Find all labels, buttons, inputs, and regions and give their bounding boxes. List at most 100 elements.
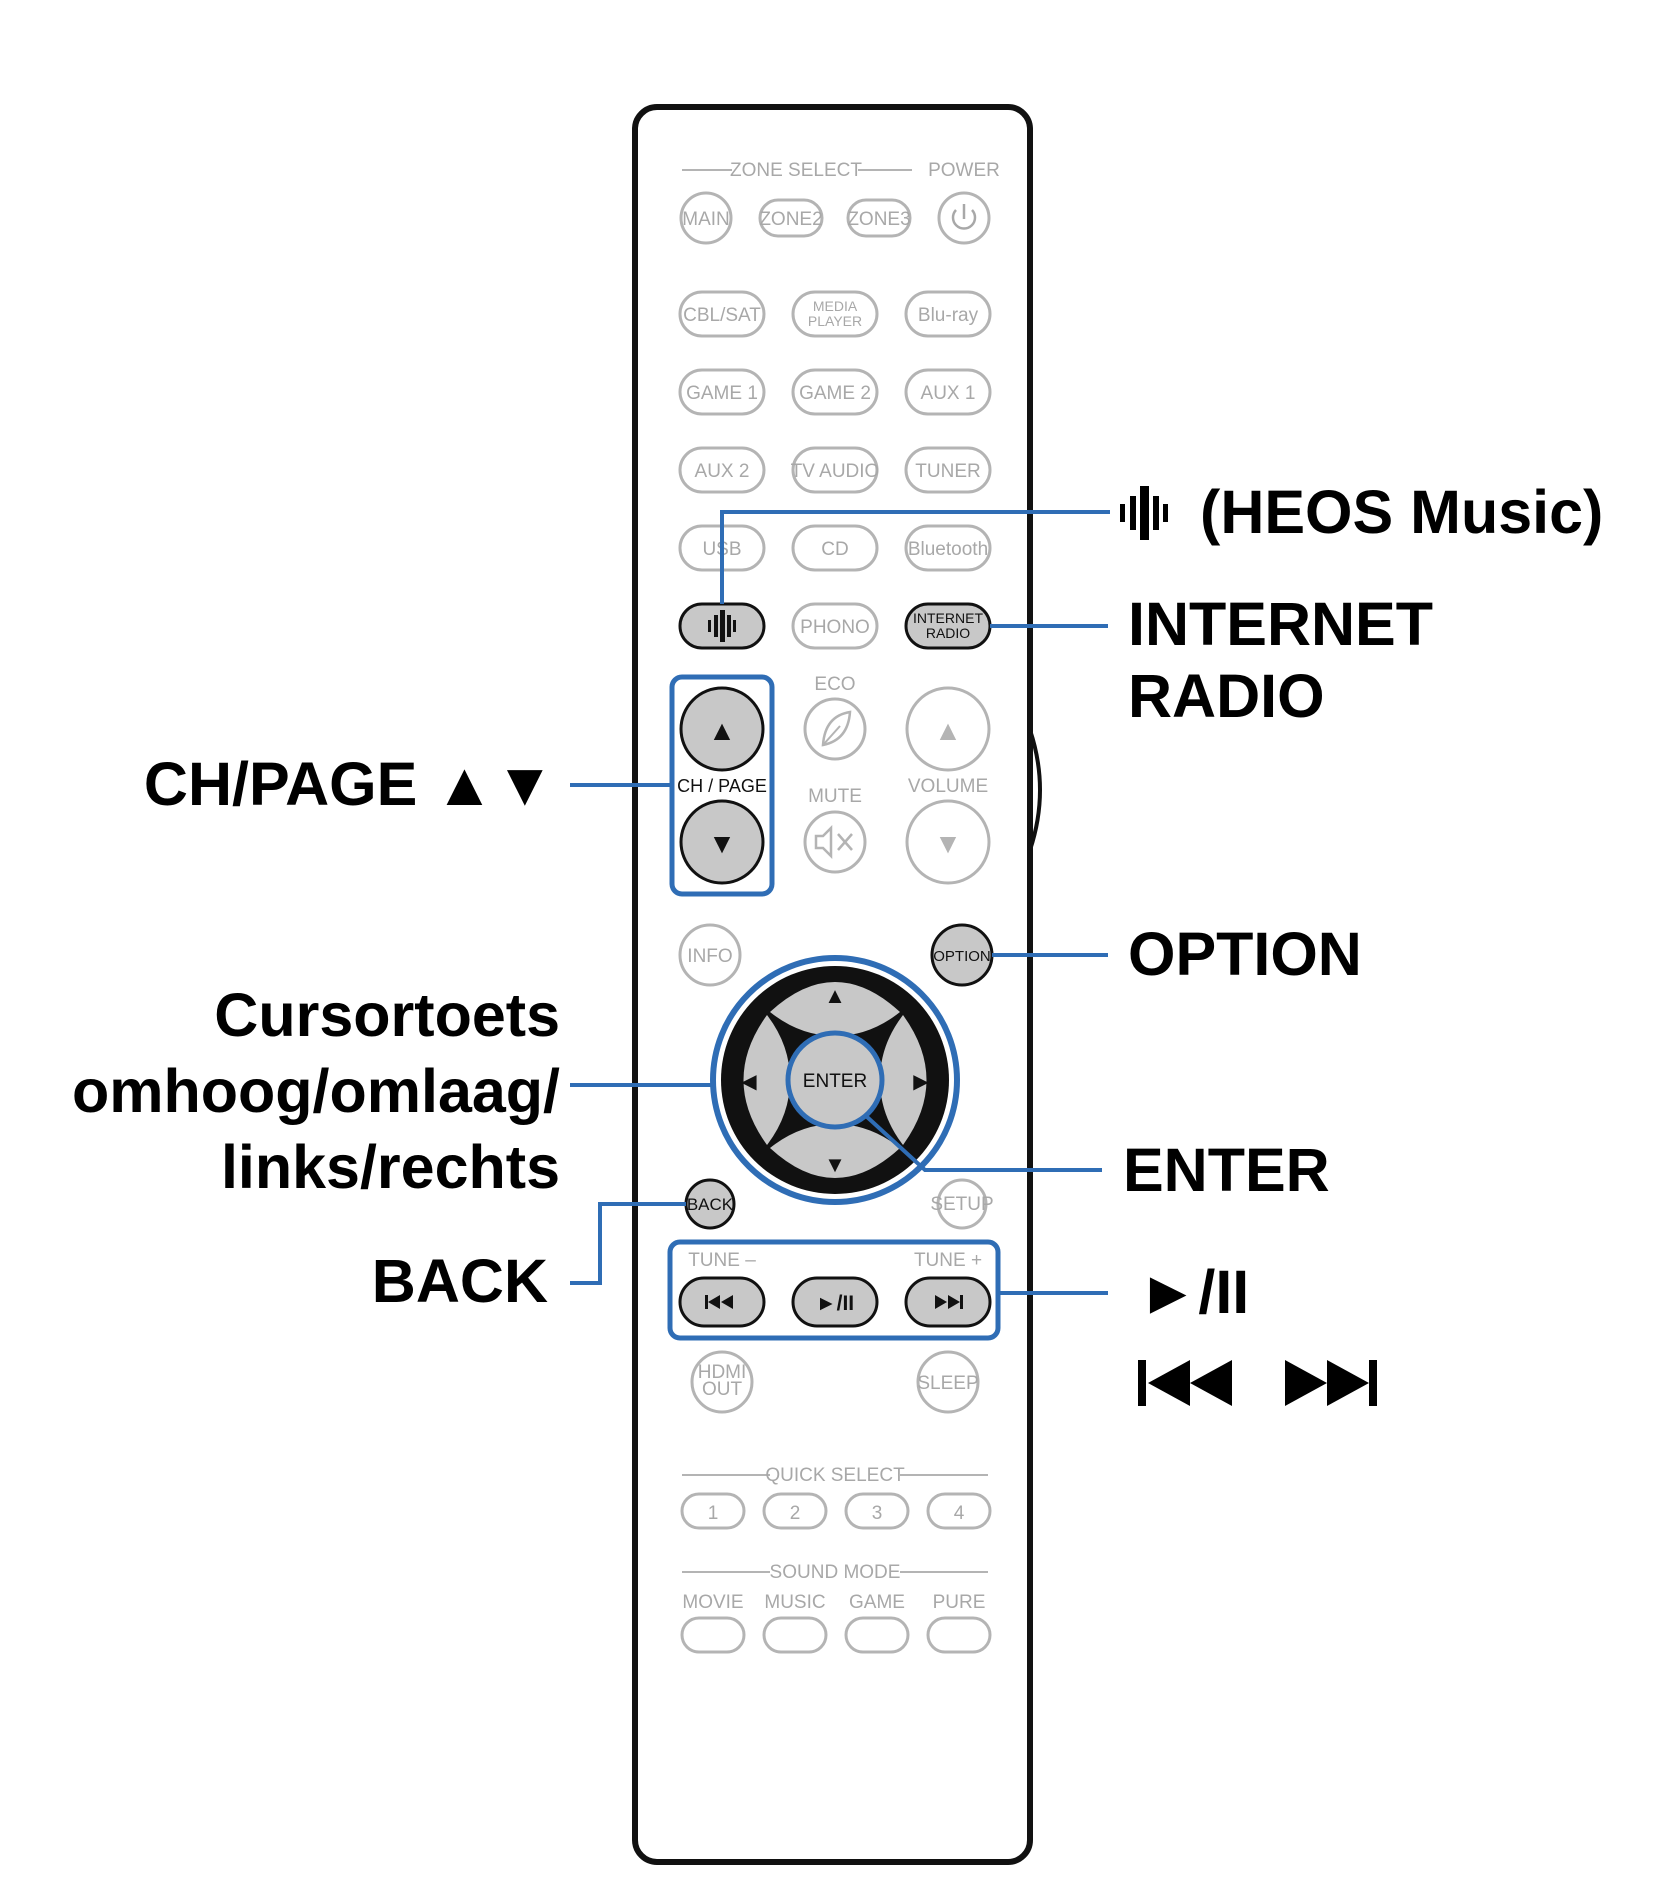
callout-cursor-line2: omhoog/omlaag/ [72, 1057, 560, 1125]
mute-button[interactable] [803, 810, 867, 874]
callout-ch-page: CH/PAGE ▲▼ [143, 750, 555, 818]
sound-mode-movie-button[interactable]: MOVIE [680, 1592, 746, 1654]
volume-up-button[interactable]: ▲ [905, 686, 991, 772]
cursor-down-button[interactable] [770, 1124, 900, 1178]
callout-cursor: Cursortoets omhoog/omlaag/ links/rechts [72, 977, 560, 1205]
cursor-right-button[interactable] [880, 1015, 927, 1145]
volume-down-button[interactable]: ▼ [905, 799, 991, 885]
svg-text:1: 1 [708, 1503, 719, 1524]
mute-label: MUTE [808, 786, 862, 807]
source-button-cd[interactable]: CD [791, 524, 879, 572]
speaker-mute-icon [814, 824, 853, 860]
transport-highlight [667, 1239, 1001, 1341]
quick-select-2-button[interactable]: 2 [762, 1492, 828, 1530]
svg-text:GAME 1: GAME 1 [686, 383, 758, 404]
cursor-up-arrow: ▲ [824, 983, 846, 1008]
sleep-button[interactable]: SLEEP [916, 1350, 980, 1414]
svg-text:OUT: OUT [702, 1379, 743, 1400]
source-button-bluetooth[interactable]: Bluetooth [904, 524, 992, 572]
enter-button[interactable]: ENTER [785, 1030, 885, 1130]
svg-text:▲: ▲ [708, 715, 736, 746]
heos-button[interactable] [678, 602, 766, 650]
svg-text:MOVIE: MOVIE [682, 1592, 743, 1613]
prev-track-button[interactable] [678, 1276, 766, 1328]
svg-text:3: 3 [872, 1503, 883, 1524]
skip-forward-icon [935, 1295, 963, 1309]
tune-plus-label: TUNE + [914, 1250, 982, 1271]
cursor-down-arrow: ▼ [824, 1152, 846, 1177]
cursor-pad: ▲ ▼ ◀ ▶ ENTER [710, 955, 960, 1205]
svg-text:INTERNET: INTERNET [913, 610, 983, 626]
sound-mode-label: SOUND MODE [770, 1562, 901, 1583]
svg-text:RADIO: RADIO [926, 625, 970, 641]
zone-main-button[interactable]: MAIN [679, 191, 733, 245]
svg-text:CBL/SAT: CBL/SAT [683, 305, 761, 326]
setup-button[interactable]: SETUP [930, 1178, 994, 1230]
sound-mode-pure-button[interactable]: PURE [926, 1592, 992, 1654]
svg-text:►/II: ►/II [816, 1292, 854, 1315]
internet-radio-button[interactable]: INTERNET RADIO [904, 602, 992, 650]
svg-text:PURE: PURE [933, 1592, 986, 1613]
volume-label: VOLUME [908, 776, 988, 797]
eco-label: ECO [814, 674, 855, 695]
svg-text:INFO: INFO [687, 946, 732, 967]
cursor-left-arrow: ◀ [741, 1071, 757, 1093]
svg-text:SETUP: SETUP [930, 1194, 993, 1215]
svg-text:ENTER: ENTER [803, 1071, 867, 1092]
svg-text:GAME: GAME [849, 1592, 905, 1613]
svg-text:OPTION: OPTION [933, 948, 991, 965]
cursor-right-arrow: ▶ [913, 1071, 929, 1093]
zone2-button[interactable]: ZONE2 [758, 198, 824, 238]
callout-skip: ⏮ ⏭ [1138, 1346, 1378, 1418]
quick-select-3-button[interactable]: 3 [844, 1492, 910, 1530]
back-leader-line [570, 1202, 686, 1285]
heos-callout-icon [1120, 486, 1168, 540]
zone3-button[interactable]: ZONE3 [846, 198, 912, 238]
svg-text:TV AUDIO: TV AUDIO [791, 461, 880, 482]
svg-text:Bluetooth: Bluetooth [908, 539, 988, 560]
option-button[interactable]: OPTION [930, 923, 994, 987]
quick-select-4-button[interactable]: 4 [926, 1492, 992, 1530]
quick-select-1-button[interactable]: 1 [680, 1492, 746, 1530]
next-track-button[interactable] [904, 1276, 992, 1328]
svg-text:PHONO: PHONO [800, 617, 870, 638]
skip-back-icon [705, 1295, 733, 1309]
svg-text:2: 2 [790, 1503, 801, 1524]
power-label: POWER [928, 160, 1000, 181]
play-pause-button[interactable]: ►/II [791, 1276, 879, 1328]
callout-option: OPTION [1128, 920, 1362, 988]
source-button-game1[interactable]: GAME 1 [678, 368, 766, 416]
cursor-left-button[interactable] [743, 1015, 791, 1145]
eco-button[interactable] [803, 697, 867, 761]
svg-text:CD: CD [821, 539, 848, 560]
svg-text:TUNER: TUNER [915, 461, 980, 482]
source-button-aux1[interactable]: AUX 1 [904, 368, 992, 416]
source-button-aux2[interactable]: AUX 2 [678, 446, 766, 494]
power-button[interactable] [937, 191, 991, 245]
callout-heos-music: (HEOS Music) [1200, 478, 1604, 546]
source-button-tv-audio[interactable]: TV AUDIO [791, 446, 880, 494]
sound-mode-game-button[interactable]: GAME [844, 1592, 910, 1654]
power-icon [951, 204, 977, 230]
svg-text:AUX 2: AUX 2 [695, 461, 750, 482]
back-button[interactable]: BACK [684, 1178, 736, 1230]
svg-text:▼: ▼ [934, 828, 962, 859]
phono-button[interactable]: PHONO [791, 602, 879, 650]
cursor-up-button[interactable] [770, 982, 900, 1036]
source-button-game2[interactable]: GAME 2 [791, 368, 879, 416]
svg-text:MAIN: MAIN [682, 209, 730, 230]
source-button-bluray[interactable]: Blu-ray [904, 290, 992, 338]
source-button-tuner[interactable]: TUNER [904, 446, 992, 494]
source-button-cbl-sat[interactable]: CBL/SAT [678, 290, 766, 338]
ch-page-up-button[interactable]: ▲ [679, 686, 765, 772]
ch-page-down-button[interactable]: ▼ [679, 799, 765, 885]
hdmi-out-button[interactable]: HDMI OUT [690, 1350, 754, 1414]
info-button[interactable]: INFO [678, 923, 742, 987]
svg-text:GAME 2: GAME 2 [799, 383, 871, 404]
sound-mode-music-button[interactable]: MUSIC [762, 1592, 828, 1654]
enter-leader-line [864, 1114, 1102, 1172]
source-button-media-player[interactable]: MEDIA PLAYER [791, 290, 879, 338]
callout-enter: ENTER [1123, 1136, 1330, 1204]
zone-select-label: ZONE SELECT [730, 160, 862, 181]
